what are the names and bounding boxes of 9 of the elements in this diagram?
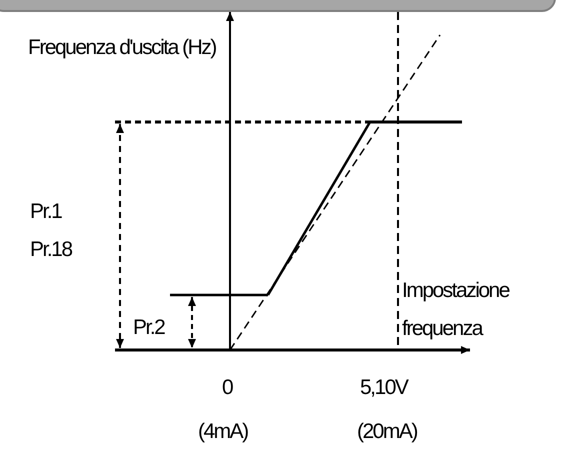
axis-label: 0 — [222, 375, 234, 401]
axis-label: Pr.2 — [133, 315, 166, 341]
axis-label: Pr.18 — [30, 237, 74, 263]
axis-label: (20mA) — [357, 419, 418, 445]
axis-label: Pr.1 — [30, 199, 63, 225]
axis-label: Impostazione frequenza — [402, 278, 510, 342]
axis-label: (4mA) — [198, 419, 249, 445]
axis-label: 5,10V — [360, 375, 409, 401]
axis-label: Frequenza d'uscita (Hz) — [28, 35, 217, 61]
